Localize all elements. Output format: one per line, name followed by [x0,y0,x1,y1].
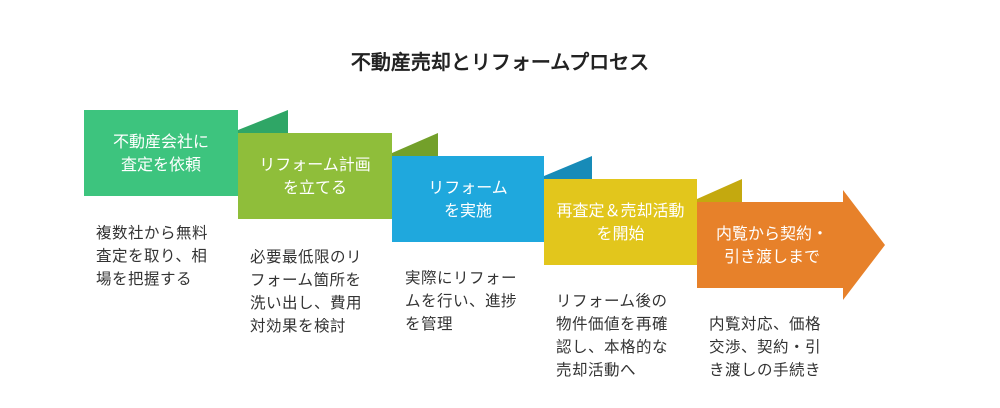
step-1-box [84,110,238,196]
step-4-description: リフォーム後の 物件価値を再確 認し、本格的な 売却活動へ [556,292,669,379]
step-2-description: 必要最低限のリ フォーム箇所を 洗い出し、費用 対効果を検討 [250,248,363,335]
step-1-label: 不動産会社に 査定を依頼 [112,132,209,174]
step-3-label: リフォーム を実施 [428,178,508,220]
step-5-label: 内覧から契約・ 引き渡しまで [715,224,828,266]
step-4-label: 再査定＆売却活動 を開始 [556,201,685,243]
step-5-description: 内覧対応、価格 交渉、契約・引 き渡しの手続き [709,315,822,379]
step-3-description: 実際にリフォー ムを行い、進捗 を管理 [405,269,518,333]
step-1-description: 複数社から無料 査定を取り、相 場を把握する [96,224,209,288]
step-4-box [544,179,697,265]
step-5-arrow [697,190,885,300]
step-3-box [392,156,544,242]
diagram-title: 不動産売却とリフォームプロセス [350,50,650,74]
step-2-box [238,133,392,219]
step-2-label: リフォーム計画 を立てる [259,155,371,197]
